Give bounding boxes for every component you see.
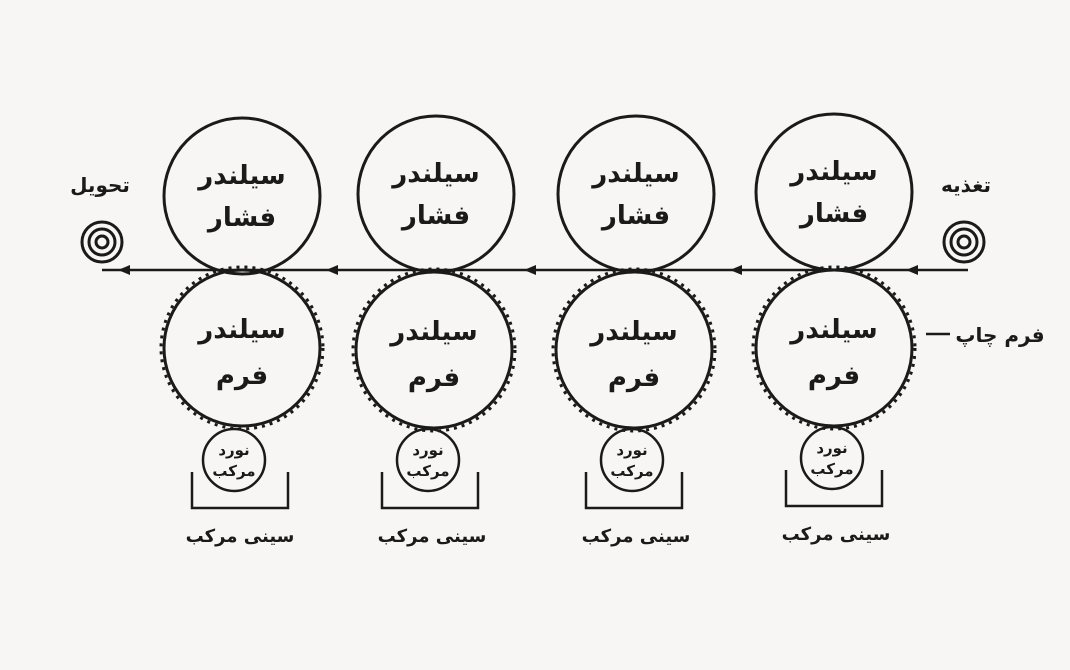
plate-cylinder-label-1: سیلندر xyxy=(588,317,677,347)
ink-tray-label: سینی مرکب xyxy=(378,526,487,547)
ink-roller-label-2: مرکب xyxy=(610,462,653,480)
web-arrow-2 xyxy=(326,265,338,275)
impression-cylinder xyxy=(356,114,516,274)
ink-tray-label: سینی مرکب xyxy=(782,524,891,545)
plate-cylinder-label-2: فرم xyxy=(216,361,268,391)
plate-cylinder-texture xyxy=(351,267,517,433)
ink-roller-label-2: مرکب xyxy=(406,462,449,480)
impression-cylinder xyxy=(754,112,914,272)
plate-cylinder-texture xyxy=(159,265,325,431)
ink-roller-label-2: مرکب xyxy=(810,460,853,478)
impression-cylinder-label-1: سیلندر xyxy=(590,159,679,189)
ink-tray-label: سینی مرکب xyxy=(186,526,295,547)
impression-cylinder-label-2: فشار xyxy=(600,201,670,231)
web-arrow-3 xyxy=(524,265,536,275)
ink-roller-label-1: نورد xyxy=(412,441,443,459)
impression-cylinder-label-1: سیلندر xyxy=(196,161,285,191)
plate-cylinder-texture xyxy=(751,265,917,431)
feed-label: تغذیه xyxy=(941,173,991,197)
plate-cylinder-label-1: سیلندر xyxy=(388,317,477,347)
ink-roller xyxy=(599,427,665,493)
plate-cylinder xyxy=(554,270,714,430)
plate-cylinder xyxy=(754,268,914,428)
impression-cylinder-label-1: سیلندر xyxy=(788,157,877,187)
delivery-reel xyxy=(80,220,124,264)
web-arrow-5 xyxy=(906,265,918,275)
ink-roller-label-1: نورد xyxy=(616,441,647,459)
plate-cylinder xyxy=(354,270,514,430)
ink-roller xyxy=(395,427,461,493)
impression-cylinder-label-2: فشار xyxy=(400,201,470,231)
ink-tray-label: سینی مرکب xyxy=(582,526,691,547)
ink-tray xyxy=(190,472,290,510)
plate-form-label: فرم چاپ xyxy=(955,323,1044,348)
impression-cylinder-label-1: سیلندر xyxy=(390,159,479,189)
plate-cylinder xyxy=(162,268,322,428)
print-unit-1: سیلندر فشار سیلندر فرم نورد مرکب سینی مر… xyxy=(159,116,325,547)
web-arrow-4 xyxy=(730,265,742,275)
impression-cylinder-label-2: فشار xyxy=(798,199,868,229)
plate-cylinder-texture xyxy=(551,267,717,433)
plate-cylinder-label-2: فرم xyxy=(408,363,460,393)
ink-roller-label-1: نورد xyxy=(218,441,249,459)
impression-cylinder-label-2: فشار xyxy=(206,203,276,233)
impression-cylinder xyxy=(162,116,322,276)
impression-cylinder xyxy=(556,114,716,274)
ink-roller-label-1: نورد xyxy=(816,439,847,457)
delivery-label: تحویل xyxy=(70,173,130,197)
ink-tray xyxy=(380,472,480,510)
web-arrows xyxy=(118,265,918,275)
plate-cylinder-label-1: سیلندر xyxy=(196,315,285,345)
ink-roller xyxy=(799,425,865,491)
print-unit-4: سیلندر فشار سیلندر فرم نورد مرکب سینی مر… xyxy=(751,112,917,545)
print-unit-3: سیلندر فشار سیلندر فرم نورد مرکب سینی مر… xyxy=(551,114,717,547)
ink-roller-label-2: مرکب xyxy=(212,462,255,480)
ink-roller xyxy=(201,427,267,493)
plate-cylinder-label-1: سیلندر xyxy=(788,315,877,345)
web-arrow-1 xyxy=(118,265,130,275)
feed-reel xyxy=(942,220,986,264)
print-unit-2: سیلندر فشار سیلندر فرم نورد مرکب سینی مر… xyxy=(351,114,517,547)
ink-tray xyxy=(584,472,684,510)
plate-cylinder-label-2: فرم xyxy=(808,361,860,391)
plate-cylinder-label-2: فرم xyxy=(608,363,660,393)
ink-tray xyxy=(784,470,884,508)
